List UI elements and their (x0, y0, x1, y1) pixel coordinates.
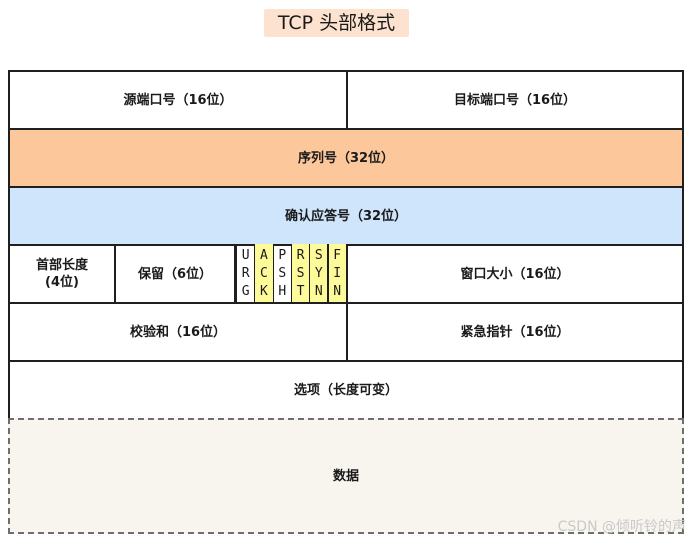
flag-letter: R (296, 247, 305, 263)
flag-letter: G (241, 283, 250, 299)
ack-number-label: 确认应答号（32位） (284, 208, 408, 224)
flag-letter: S (314, 247, 323, 263)
destination-port-field: 目标端口号（16位） (346, 70, 684, 130)
flag-letter: N (333, 283, 342, 299)
header-length-field: 首部长度 (4位) (8, 244, 116, 304)
flag-letter: K (260, 283, 268, 299)
watermark: CSDN @倾听铃的声 (557, 519, 686, 535)
source-port-label: 源端口号（16位） (123, 92, 233, 108)
flag-letter: T (296, 283, 305, 299)
header-length-label: 首部长度 (35, 258, 88, 273)
payload-data-field: 数据 (8, 418, 684, 534)
reserved-label: 保留（6位） (137, 266, 213, 282)
flag-letter: C (260, 265, 268, 281)
diagram-title: TCP 头部格式 (264, 9, 409, 37)
flag-letter: S (278, 265, 287, 281)
checksum-label: 校验和（16位） (129, 324, 227, 340)
source-port-field: 源端口号（16位） (8, 70, 348, 130)
flag-letter: R (241, 265, 250, 281)
options-field: 选项（长度可变） (8, 360, 684, 420)
flag-letter: H (278, 283, 287, 299)
flag-letter: Y (314, 265, 323, 281)
ack-number-field: 确认应答号（32位） (8, 186, 684, 246)
reserved-field: 保留（6位） (114, 244, 236, 304)
sequence-number-field: 序列号（32位） (8, 128, 684, 188)
urgent-pointer-label: 紧急指针（16位） (460, 324, 570, 340)
window-size-label: 窗口大小（16位） (460, 266, 570, 282)
urgent-pointer-field: 紧急指针（16位） (346, 302, 684, 362)
flag-letter: P (278, 247, 287, 263)
checksum-field: 校验和（16位） (8, 302, 348, 362)
window-size-field: 窗口大小（16位） (346, 244, 684, 304)
flag-letter: N (314, 283, 323, 299)
options-label: 选项（长度可变） (293, 382, 398, 398)
header-length-bits: (4位) (45, 275, 79, 290)
payload-data-label: 数据 (332, 468, 359, 484)
flag-letter: S (296, 265, 305, 281)
flag-letter: F (333, 247, 342, 263)
destination-port-label: 目标端口号（16位） (453, 92, 577, 108)
flag-letter: A (260, 247, 268, 263)
flag-letter: I (333, 265, 342, 281)
sequence-number-label: 序列号（32位） (297, 150, 395, 166)
flag-letter: U (241, 247, 250, 263)
